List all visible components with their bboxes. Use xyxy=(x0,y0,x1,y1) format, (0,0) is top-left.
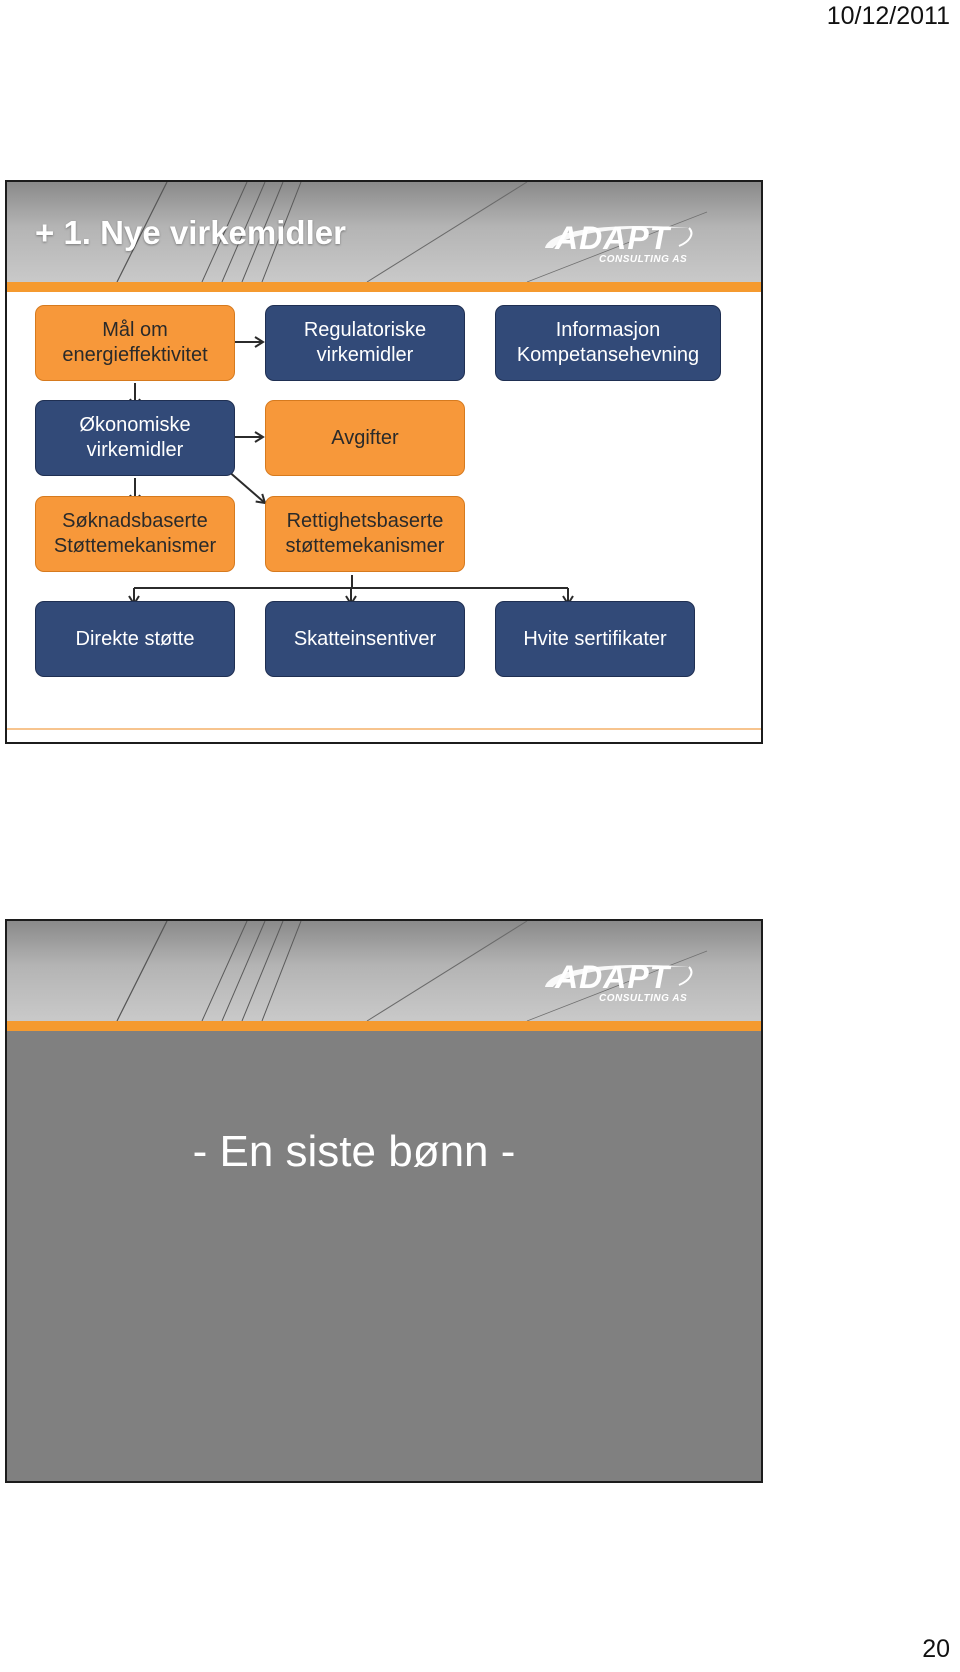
logo-wordmark: ADAPT xyxy=(555,959,671,995)
power-lines-graphic xyxy=(116,921,708,1021)
box-okonomiske-virkemidler: Økonomiske virkemidler xyxy=(35,400,235,476)
power-lines-graphic xyxy=(116,182,708,282)
slide-header: + 1. Nye virkemidler ADAPT CONSULTING AS xyxy=(7,182,761,282)
box-regulatoriske-virkemidler: Regulatoriske virkemidler xyxy=(265,305,465,381)
box-skatteinsentiver: Skatteinsentiver xyxy=(265,601,465,677)
page-date: 10/12/2011 xyxy=(826,2,950,30)
logo-swoosh-icon xyxy=(545,965,693,987)
box-soknadsbaserte-stottemekanismer: Søknadsbaserte Støttemekanismer xyxy=(35,496,235,572)
adapt-logo: ADAPT CONSULTING AS xyxy=(539,957,699,1007)
adapt-logo: ADAPT CONSULTING AS xyxy=(539,218,699,268)
orange-stripe xyxy=(7,1021,761,1031)
slide-en-siste-bonn: ADAPT CONSULTING AS - En siste bønn - xyxy=(5,919,763,1483)
slide-nye-virkemidler: + 1. Nye virkemidler ADAPT CONSULTING AS xyxy=(5,180,763,744)
box-maal-om-energieffektivitet: Mål om energieffektivitet xyxy=(35,305,235,381)
slide-header: ADAPT CONSULTING AS xyxy=(7,921,761,1021)
logo-subtitle: CONSULTING AS xyxy=(599,993,688,1004)
box-informasjon-kompetansehevning: Informasjon Kompetansehevning xyxy=(495,305,721,381)
slide-title: + 1. Nye virkemidler xyxy=(35,214,346,251)
bottom-rule xyxy=(7,728,761,730)
page-number: 20 xyxy=(922,1635,950,1663)
orange-stripe xyxy=(7,282,761,292)
logo-wordmark: ADAPT xyxy=(555,220,671,256)
box-direkte-stotte: Direkte støtte xyxy=(35,601,235,677)
slide-body-text: - En siste bønn - xyxy=(192,1127,516,1176)
logo-swoosh-icon xyxy=(545,226,693,248)
box-rettighetsbaserte-stottemekanismer: Rettighetsbaserte støttemekanismer xyxy=(265,496,465,572)
box-avgifter: Avgifter xyxy=(265,400,465,476)
slide-body: - En siste bønn - xyxy=(7,1031,761,1481)
logo-subtitle: CONSULTING AS xyxy=(599,254,688,265)
box-hvite-sertifikater: Hvite sertifikater xyxy=(495,601,695,677)
